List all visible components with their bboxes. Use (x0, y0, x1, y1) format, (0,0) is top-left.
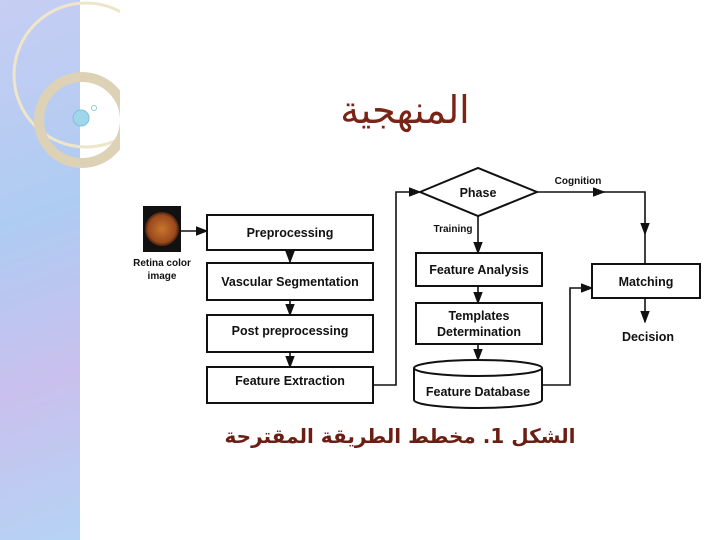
decision-label: Decision (622, 330, 674, 344)
database-cylinder (413, 368, 543, 409)
step-box (206, 366, 374, 404)
templates-label: Determination (437, 325, 521, 339)
training-label: Training (434, 224, 473, 235)
figure-caption: الشكل 1. مخطط الطريقة المقترحة (224, 424, 576, 448)
decorative-sidebar (0, 0, 80, 540)
input-label: Retina color (133, 258, 191, 269)
step-label: Preprocessing (247, 226, 334, 240)
phase-diamond (417, 166, 540, 218)
step-box (206, 214, 374, 251)
database-label: Feature Database (426, 385, 530, 399)
feature-analysis-box (415, 252, 543, 287)
matching-box (591, 263, 701, 299)
feature-analysis-label: Feature Analysis (429, 263, 529, 277)
step-box (206, 262, 374, 301)
slide-title: المنهجية (340, 88, 470, 132)
step-label: Vascular Segmentation (221, 275, 359, 289)
phase-label: Phase (460, 186, 497, 200)
step-box (206, 314, 374, 353)
step-label: Feature Extraction (235, 374, 345, 388)
templates-label: Templates (449, 309, 510, 323)
cognition-label: Cognition (555, 176, 602, 187)
matching-label: Matching (619, 275, 674, 289)
templates-box (415, 302, 543, 345)
input-label: image (148, 271, 177, 282)
step-label: Post preprocessing (232, 324, 349, 338)
decorative-circles (12, 1, 120, 168)
